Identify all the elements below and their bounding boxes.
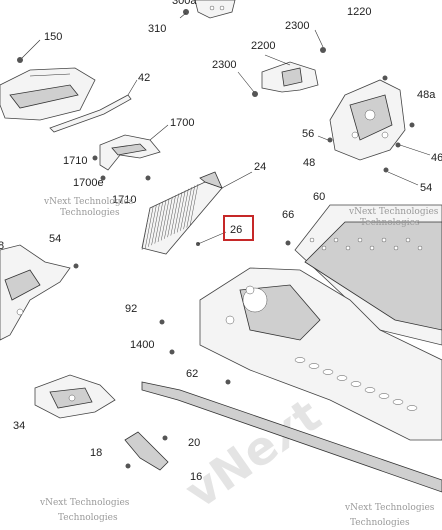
part-66-bolt: [285, 240, 291, 246]
part-front-skid: [0, 67, 96, 121]
callout-2300-top: 2300: [285, 20, 309, 32]
watermark-text: vNext Technologies: [43, 197, 134, 207]
callout-1710-a: 1710: [63, 155, 87, 167]
part-1700-bracket: [99, 124, 169, 171]
part-20-bolt: [162, 435, 168, 441]
watermark-text: vNext Technologies: [344, 503, 435, 513]
callout-2300-mid: 2300: [212, 59, 236, 71]
callout-26-highlight: [223, 215, 254, 241]
part-2200-bracket: [261, 54, 319, 93]
part-56-bolt: [327, 137, 333, 143]
part-2300-bolt-a: [320, 47, 326, 53]
part-1700e-bolt: [100, 175, 106, 181]
watermark-logo: vNext: [175, 388, 330, 519]
callout-300a: 300a: [172, 0, 197, 7]
callout-34: 34: [13, 420, 25, 432]
callout-42: 42: [138, 72, 150, 84]
callout-48: 48: [303, 157, 315, 169]
callout-18: 18: [90, 447, 102, 459]
watermark-text: Technologies: [350, 518, 410, 528]
callout-48a: 48a: [417, 89, 436, 101]
part-42-rod: [49, 79, 138, 133]
callout-60: 60: [313, 191, 325, 203]
part-46-bolt-b: [395, 142, 401, 148]
part-46-bolt: [409, 122, 415, 128]
part-310-bolt: [179, 9, 189, 19]
tunnel-holes: [309, 237, 423, 251]
callout-46: 46: [431, 152, 442, 164]
watermark-text: vNext Technologies: [348, 207, 439, 217]
part-300a-bracket: [194, 0, 236, 19]
part-48-bracket: [329, 79, 406, 161]
part-54-left-bracket: [0, 244, 71, 341]
part-48a-bolt: [382, 75, 388, 81]
part-62-rail: [141, 381, 442, 493]
part-54-bolt-right: [383, 167, 389, 173]
part-62-bolt: [225, 379, 231, 385]
part-18-bolt: [125, 463, 131, 469]
callout-24: 24: [254, 161, 266, 173]
part-1400-bolt: [169, 349, 175, 355]
part-34-bracket: [34, 374, 116, 419]
watermark-text: vNext Technologies: [39, 498, 130, 508]
callout-2200: 2200: [251, 40, 275, 52]
watermark-text: Technologies: [360, 218, 420, 228]
callout-1400: 1400: [130, 339, 154, 351]
part-1710-bolt-a: [92, 155, 98, 161]
callout-54-left: 54: [49, 233, 61, 245]
heat-exchanger-fins: [141, 183, 199, 251]
watermark-text: Technologies: [58, 513, 118, 523]
callout-150: 150: [44, 31, 62, 43]
callout-56: 56: [302, 128, 314, 140]
callout-16: 16: [190, 471, 202, 483]
part-54-bolt-left: [73, 263, 79, 269]
callout-66: 66: [282, 209, 294, 221]
callout-54-right: 54: [420, 182, 432, 194]
callout-26: 26: [230, 224, 242, 236]
callout-8: 8: [0, 240, 4, 252]
part-2300-bolt-b: [252, 91, 258, 97]
part-60-tunnel: [294, 204, 442, 346]
chassis-holes: [294, 357, 418, 411]
callout-20: 20: [188, 437, 200, 449]
callout-62: 62: [186, 368, 198, 380]
part-150-bolt: [17, 39, 41, 63]
callout-1700: 1700: [170, 117, 194, 129]
part-26-screw: [196, 231, 227, 246]
part-16-footrest: [124, 431, 169, 471]
part-chassis-plate: [199, 267, 442, 441]
callout-92: 92: [125, 303, 137, 315]
callout-1220: 1220: [347, 6, 371, 18]
callout-1700e: 1700e: [73, 177, 104, 189]
part-92-bolt: [159, 319, 165, 325]
watermark-text: Technologies: [60, 208, 120, 218]
part-24-heat-exchanger: [141, 171, 253, 255]
callout-1710-b: 1710: [112, 194, 136, 206]
callout-310: 310: [148, 23, 166, 35]
part-1710-bolt-b: [145, 175, 151, 181]
